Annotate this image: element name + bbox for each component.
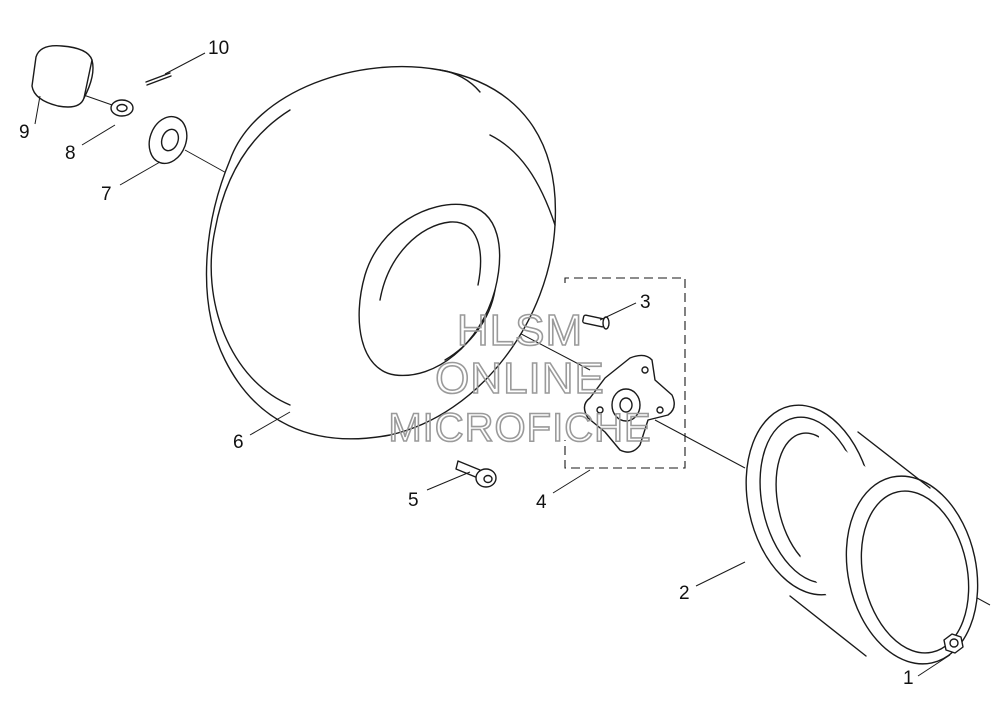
callout-10: 10 — [208, 38, 229, 59]
part-wheel-hub — [583, 354, 675, 453]
callout-6: 6 — [233, 432, 244, 453]
hub-detail-box — [564, 277, 686, 469]
part-tire — [205, 65, 557, 440]
part-valve-stem — [455, 460, 497, 488]
callout-5: 5 — [408, 490, 419, 511]
part-cotter-pin — [145, 72, 172, 86]
callout-1: 1 — [903, 668, 914, 689]
part-stud-bolt — [582, 314, 610, 330]
part-wheel-rim — [745, 404, 979, 665]
callout-labels: 1 2 3 4 5 6 7 8 9 10 — [19, 38, 914, 689]
callout-9: 9 — [19, 122, 30, 143]
part-axle-nut — [110, 99, 134, 117]
part-hub-cap — [31, 45, 94, 108]
part-lug-nut — [943, 633, 964, 654]
callout-leaders — [34, 52, 951, 677]
watermark-line-1: HLSM — [457, 306, 583, 355]
callout-4: 4 — [536, 492, 547, 513]
callout-7: 7 — [101, 184, 112, 205]
part-washer — [148, 115, 188, 165]
watermark-line-3: MICROFICHE — [388, 406, 651, 450]
callout-2: 2 — [679, 583, 690, 604]
callout-8: 8 — [65, 143, 76, 164]
watermark: HLSM ONLINE MICROFICHE — [388, 305, 652, 451]
watermark-line-2: ONLINE — [435, 354, 605, 403]
callout-3: 3 — [640, 292, 651, 313]
